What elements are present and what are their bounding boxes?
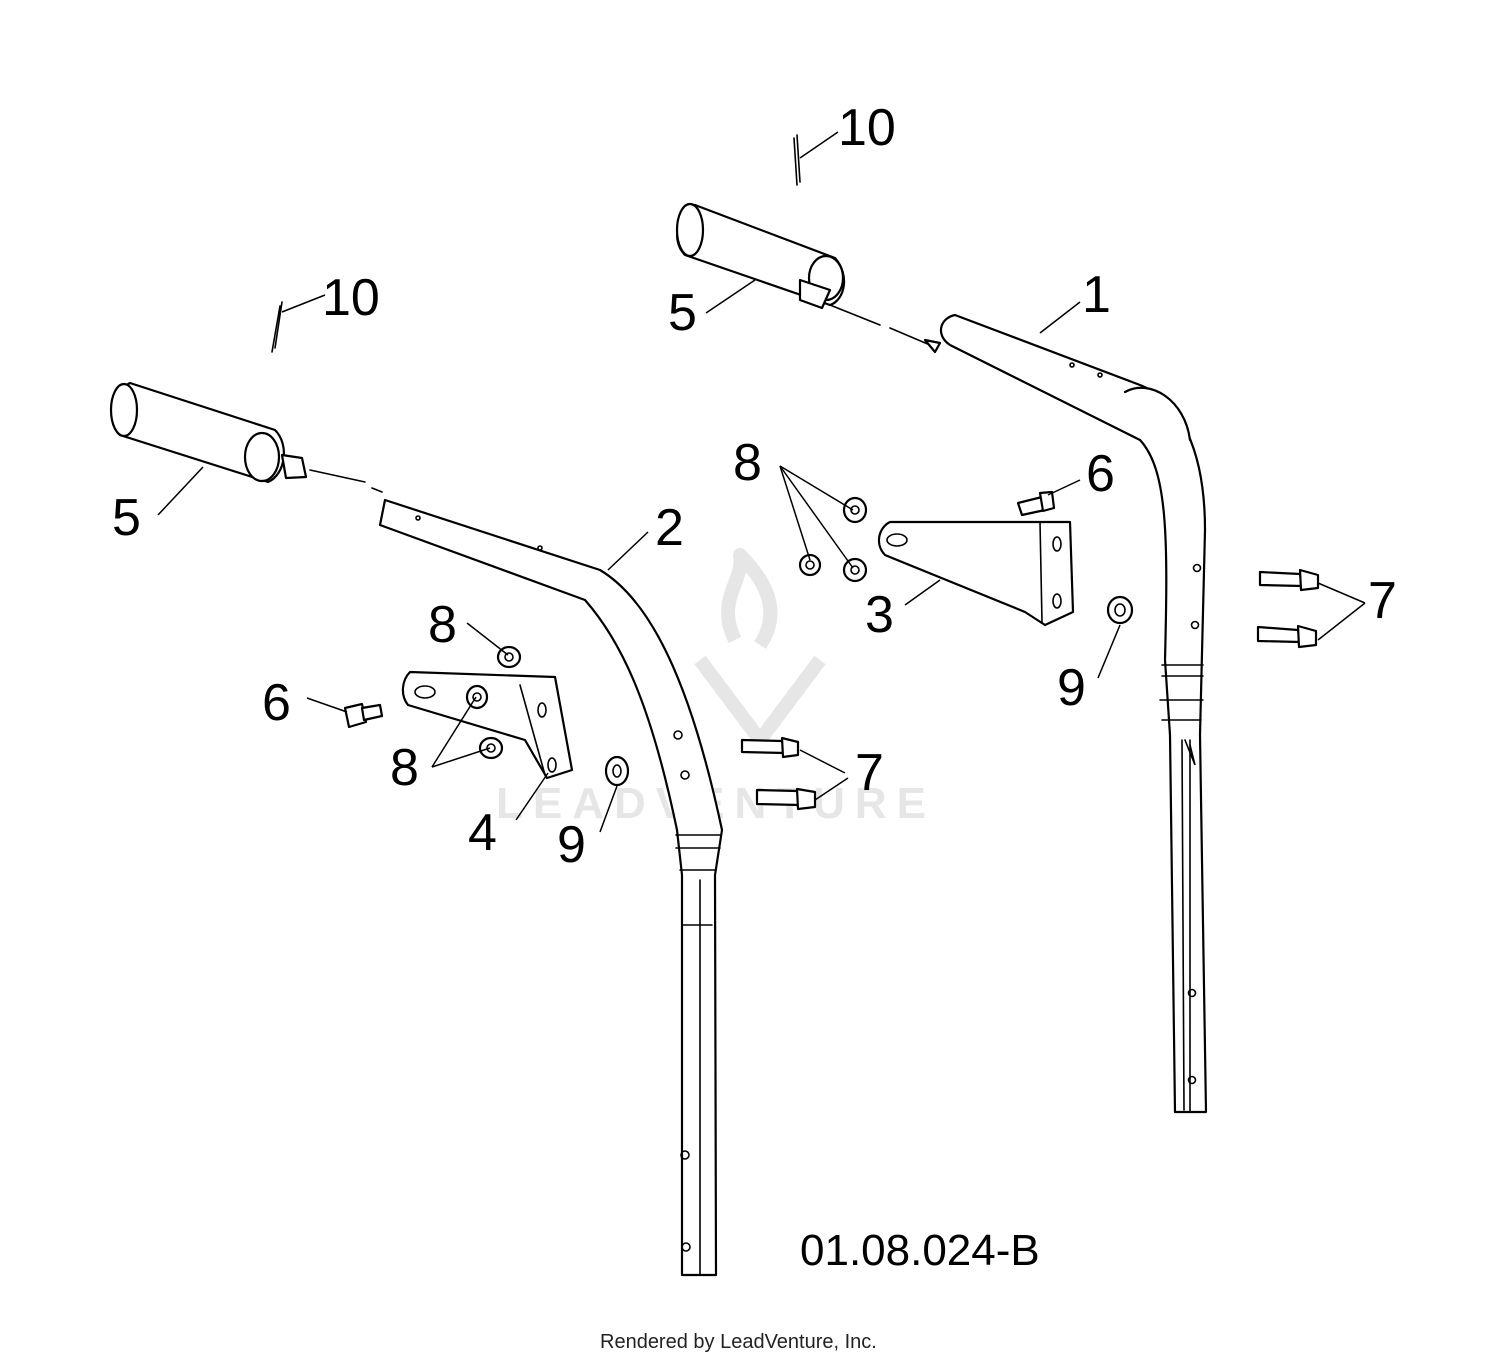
- callout-6-left: 6: [262, 674, 291, 732]
- part-10-right-pin: [793, 134, 801, 186]
- callout-4: 4: [468, 804, 497, 862]
- callout-1: 1: [1082, 266, 1111, 324]
- callout-10-right: 10: [838, 99, 896, 157]
- part-6-left-bolt: [343, 702, 384, 729]
- callout-10-left: 10: [322, 269, 380, 327]
- callout-9-left: 9: [557, 816, 586, 874]
- part-7-left-bolts: [740, 736, 817, 811]
- callout-7-left: 7: [855, 744, 884, 802]
- callouts: 10 5 1 8 6 3 9 7 10 5 2 8 6 8 4 9 7: [112, 99, 1397, 874]
- callout-8-left-top: 8: [428, 596, 457, 654]
- part-4-left-bracket: [401, 670, 574, 780]
- part-9-right-washer: [1106, 595, 1134, 625]
- part-8-right-nuts: [798, 496, 868, 583]
- left-handle-assembly: [109, 301, 817, 1277]
- part-2-lower-handle: [378, 498, 724, 1277]
- leader-lines: [157, 131, 1366, 833]
- part-3-right-bracket: [877, 520, 1075, 627]
- callout-2: 2: [655, 499, 684, 557]
- drawing-code: 01.08.024-B: [800, 1226, 1040, 1275]
- callout-3: 3: [865, 586, 894, 644]
- part-6-right-bolt: [1016, 490, 1056, 517]
- callout-5-right: 5: [668, 284, 697, 342]
- callout-7-right: 7: [1368, 572, 1397, 630]
- callout-8-left-bottom: 8: [390, 739, 419, 797]
- callout-9-right: 9: [1057, 659, 1086, 717]
- part-10-left-pin: [271, 301, 283, 353]
- part-7-right-bolts: [1256, 568, 1320, 649]
- part-9-left-washer: [604, 755, 630, 787]
- callout-8-right: 8: [733, 434, 762, 492]
- footer-credit: Rendered by LeadVenture, Inc.: [600, 1331, 877, 1353]
- callout-5-left: 5: [112, 489, 141, 547]
- right-handle-assembly: [675, 134, 1320, 1114]
- callout-6-right: 6: [1086, 445, 1115, 503]
